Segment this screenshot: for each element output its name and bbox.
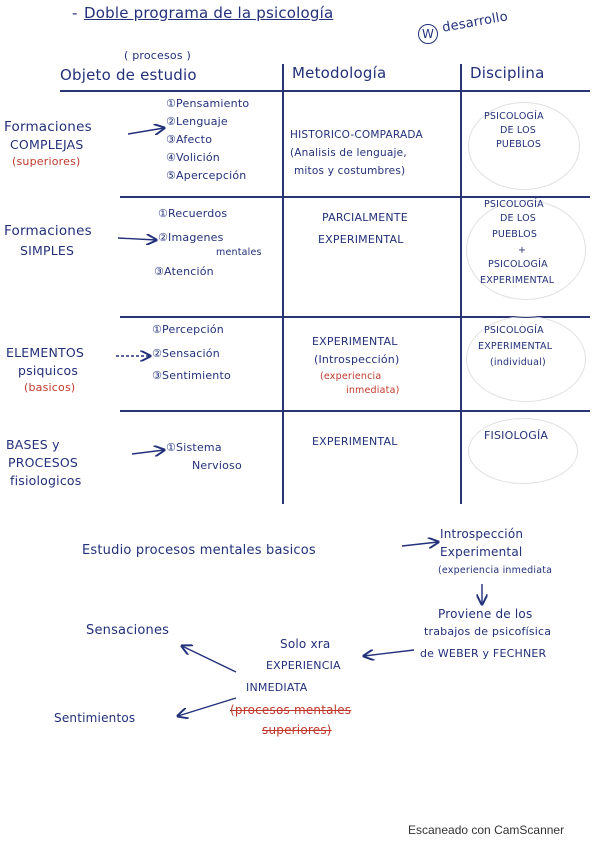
row1-left-3: (superiores) (12, 155, 81, 168)
header-divider (60, 90, 590, 92)
diagram-sensaciones: Sensaciones (86, 623, 170, 638)
row4-item-1: ①Sistema (166, 441, 222, 454)
diagram-arrow-sentimientos (178, 697, 237, 716)
row-divider-2 (120, 316, 590, 318)
row1-metodo-1: HISTORICO-COMPARADA (290, 129, 423, 141)
row2-metodo-1: PARCIALMENTE (322, 211, 408, 224)
row1-arrow (127, 128, 164, 134)
disciplina-circle-2 (466, 200, 586, 300)
diagram-intro-3: (experiencia inmediata (438, 565, 553, 576)
row1-disciplina-2: DE LOS (500, 125, 536, 136)
header-objeto: Objeto de estudio (60, 66, 197, 84)
diagram-arrow-proviene (364, 650, 415, 656)
row1-item-1: ①Pensamiento (166, 97, 250, 110)
diagram-sentimientos: Sentimientos (54, 711, 136, 725)
procesos-note: ( procesos ) (124, 49, 191, 62)
diagram-arrow-estudio (401, 542, 438, 546)
diagram-solo-2: EXPERIENCIA (266, 659, 341, 672)
diagram-proviene-3: de WEBER y FECHNER (420, 647, 547, 660)
row1-metodo-3: mitos y costumbres) (294, 165, 406, 177)
row3-metodo-4: inmediata) (346, 385, 400, 396)
row3-metodo-3: (experiencia (320, 371, 382, 382)
row1-metodo-2: (Analisis de lenguaje, (290, 147, 407, 159)
diagram-arrow-sensaciones (182, 646, 237, 673)
scanner-footer: Escaneado con CamScanner (408, 823, 565, 837)
diagram-red-note-1: (procesos mentales (230, 703, 352, 717)
row4-left-3: fisiologicos (10, 473, 82, 488)
row1-item-5: ⑤Apercepción (166, 169, 247, 182)
row1-item-4: ④Volición (166, 151, 220, 164)
row4-metodo-1: EXPERIMENTAL (312, 435, 398, 448)
title-prefix: - (72, 4, 78, 22)
row-divider-3 (120, 410, 590, 412)
row2-left-1: Formaciones (4, 223, 92, 239)
row3-left-3: (basicos) (24, 381, 76, 394)
row4-left-1: BASES y (6, 437, 60, 452)
row3-item-3: ③Sentimiento (152, 369, 231, 382)
row1-disciplina-3: PUEBLOS (496, 139, 542, 150)
column-divider-2 (460, 64, 462, 504)
column-divider-1 (282, 64, 284, 504)
row2-metodo-2: EXPERIMENTAL (318, 233, 404, 246)
row1-disciplina-1: PSICOLOGÍA (484, 111, 544, 122)
row2-left-2: SIMPLES (20, 243, 75, 258)
header-metodologia: Metodología (292, 64, 387, 82)
row3-disciplina-1: PSICOLOGÍA (484, 325, 544, 336)
row2-disciplina-5: PSICOLOGÍA (488, 259, 548, 270)
row2-disciplina-2: DE LOS (500, 213, 536, 224)
row2-item-4: ③Atención (154, 265, 214, 278)
row1-left-2: COMPLEJAS (10, 137, 84, 152)
row2-arrow (117, 238, 156, 240)
row2-disciplina-6: EXPERIMENTAL (480, 275, 555, 286)
row4-disciplina-1: FISIOLOGÍA (484, 429, 549, 442)
diagram-proviene-2: trabajos de psicofísica (424, 625, 552, 638)
row2-item-3: mentales (216, 247, 262, 258)
disciplina-circle-1 (468, 102, 580, 190)
row4-arrow (131, 450, 164, 454)
row1-item-3: ③Afecto (166, 133, 213, 146)
row2-disciplina-1: PSICOLOGÍA (484, 199, 544, 210)
row3-item-1: ①Percepción (152, 323, 224, 336)
row3-disciplina-2: EXPERIMENTAL (478, 341, 553, 352)
row4-item-2: Nervioso (192, 459, 242, 472)
row3-metodo-2: (Introspección) (314, 353, 400, 366)
row3-left-1: ELEMENTOS (6, 345, 85, 360)
row-divider-1 (120, 196, 590, 198)
row2-item-2: ②Imagenes (158, 231, 224, 244)
page-title: Doble programa de la psicología (84, 4, 334, 22)
row3-metodo-1: EXPERIMENTAL (312, 335, 398, 348)
row3-item-2: ②Sensación (152, 347, 220, 360)
row1-left-1: Formaciones (4, 119, 92, 135)
row2-disciplina-3: PUEBLOS (492, 229, 538, 240)
corner-mark: W (418, 24, 438, 44)
diagram-intro-2: Experimental (440, 545, 523, 559)
diagram-intro-1: Introspección (440, 527, 524, 541)
diagram-estudio: Estudio procesos mentales basicos (82, 543, 316, 558)
row4-left-2: PROCESOS (8, 455, 78, 470)
diagram-solo-3: INMEDIATA (246, 681, 308, 694)
row2-item-1: ①Recuerdos (158, 207, 228, 220)
disciplina-circle-3 (466, 316, 586, 402)
row3-left-2: psiquicos (18, 363, 79, 378)
disciplina-circle-4 (468, 418, 578, 484)
diagram-solo-1: Solo xra (280, 637, 331, 651)
row2-disciplina-4: + (518, 245, 527, 256)
header-disciplina: Disciplina (470, 64, 545, 82)
row3-disciplina-3: (individual) (490, 357, 546, 368)
diagram-red-note-2: superiores) (262, 723, 332, 737)
diagram-proviene-1: Proviene de los (438, 607, 533, 621)
row1-item-2: ②Lenguaje (166, 115, 228, 128)
